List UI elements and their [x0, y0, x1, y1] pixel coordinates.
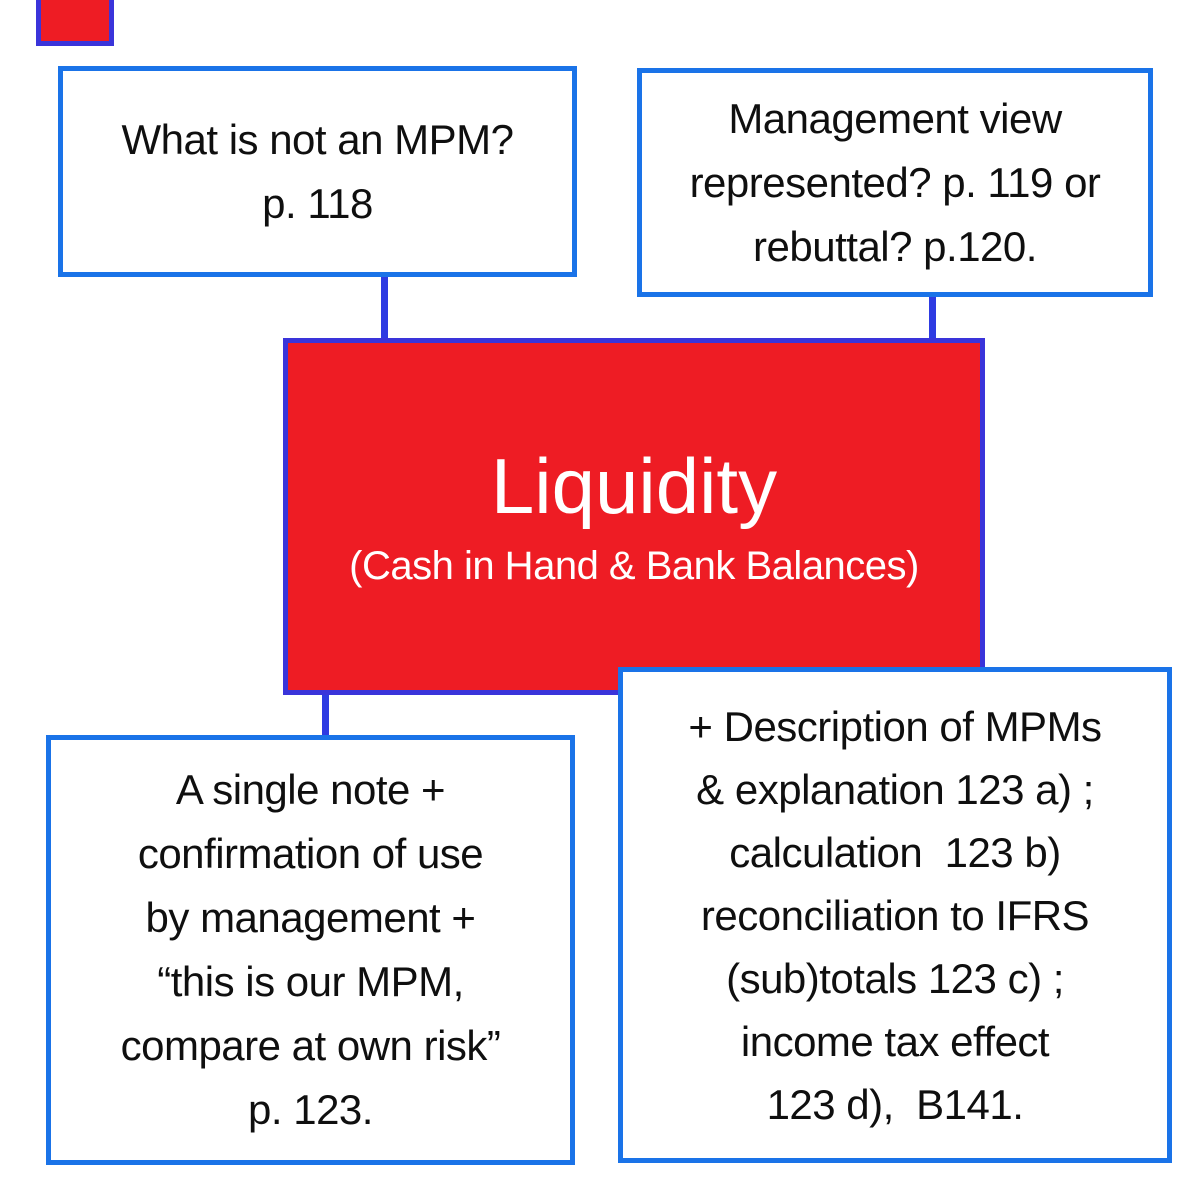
connector-top-left-to-center: [381, 275, 388, 341]
connector-top-right-to-center: [929, 294, 936, 341]
cropped-red-node: [36, 0, 114, 46]
node-bottom-left-text: A single note + confirmation of use by m…: [120, 766, 501, 1133]
node-top-left-text: What is not an MPM? p. 118: [121, 115, 514, 227]
node-top-right-text: Management view represented? p. 119 or r…: [689, 94, 1101, 270]
node-bottom-right: + Description of MPMs & explanation 123 …: [618, 667, 1172, 1163]
node-top-left: What is not an MPM? p. 118: [58, 66, 577, 277]
center-node-liquidity: Liquidity (Cash in Hand & Bank Balances): [283, 338, 985, 695]
node-bottom-right-text: + Description of MPMs & explanation 123 …: [688, 702, 1102, 1128]
center-node-title: Liquidity: [490, 441, 778, 530]
node-top-right: Management view represented? p. 119 or r…: [637, 68, 1153, 297]
center-node-subtitle: (Cash in Hand & Bank Balances): [349, 543, 919, 588]
connector-center-to-bottom-left: [322, 692, 329, 738]
node-bottom-left: A single note + confirmation of use by m…: [46, 735, 575, 1165]
